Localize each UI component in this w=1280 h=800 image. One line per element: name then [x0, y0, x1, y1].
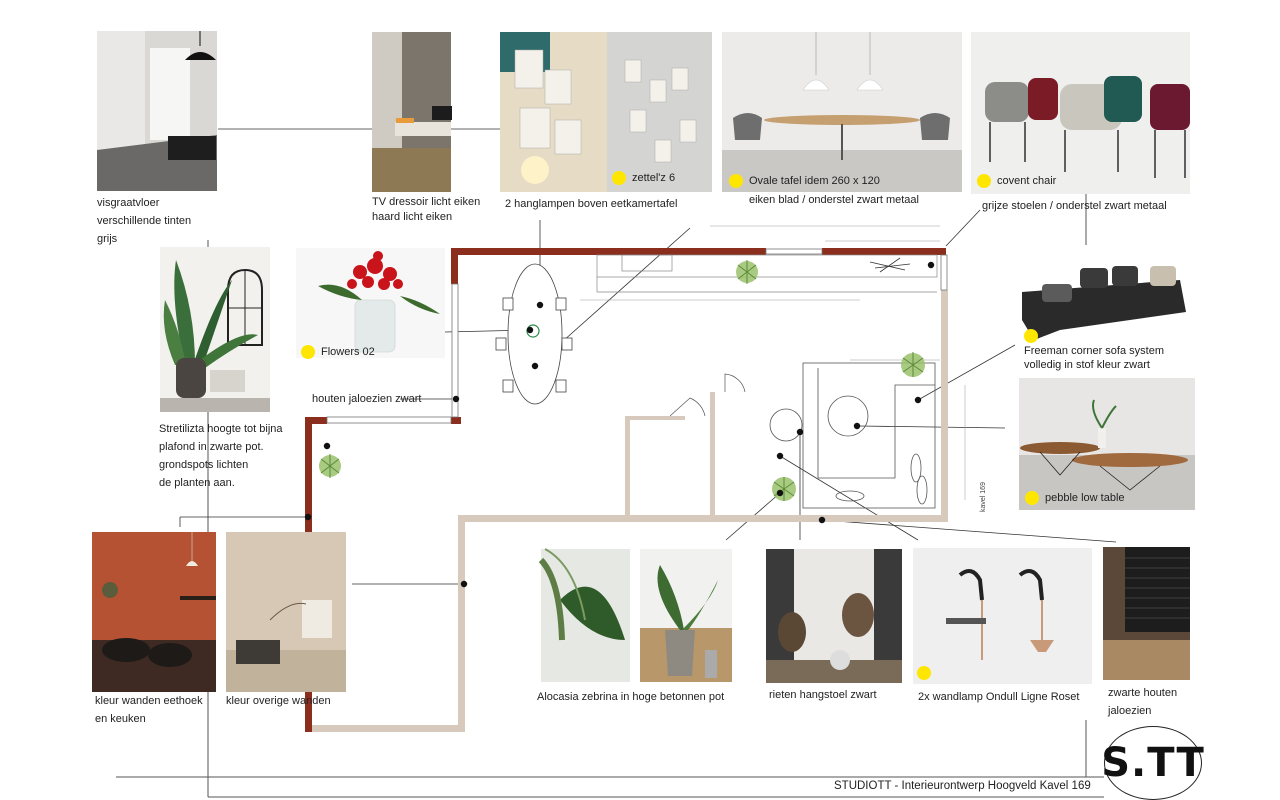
photo-beige-wall [226, 532, 346, 692]
photo-oval-table [722, 32, 962, 192]
yellow-dot-icon [729, 174, 743, 188]
floor-label-line-2: verschillende tinten [97, 215, 192, 227]
wall-light [312, 290, 948, 732]
living-area [769, 362, 936, 509]
swatch-wall-lamp [917, 666, 937, 680]
plant-label: Stretilizta hoogte tot bijna plafond in … [159, 420, 283, 492]
photo-wall-lamp [913, 548, 1092, 684]
hanging-chair-label: rieten hangstoel zwart [769, 689, 877, 701]
floor-label-line-1: visgraatvloer [97, 197, 160, 209]
swatch-pebble: pebble low table [1025, 491, 1125, 505]
black-blinds-label: zwarte houten jaloezien [1108, 684, 1177, 720]
photo-flowers [296, 248, 445, 358]
swatch-flowers: Flowers 02 [301, 345, 375, 359]
yellow-dot-icon [917, 666, 931, 680]
yellow-dot-icon [1025, 491, 1039, 505]
plant-label-line-1: Stretilizta hoogte tot bijna [159, 423, 283, 435]
floor-label: visgraatvloer verschillende tinten grijs [97, 194, 191, 248]
photo-alocasia-pot [640, 549, 732, 682]
photo-terracotta-wall [92, 532, 216, 692]
yellow-dot-icon [301, 345, 315, 359]
blinds-label: houten jaloezien zwart [312, 393, 422, 405]
floor-label-line-3: grijs [97, 233, 118, 245]
sofa-label: Freeman corner sofa system volledig in s… [1024, 344, 1164, 372]
swatch-sofa [1024, 329, 1044, 343]
wall-lamp-label: 2x wandlamp Ondull Ligne Roset [918, 691, 1080, 703]
swatch-covent: covent chair [977, 174, 1056, 188]
wall-other-label: kleur overige wanden [226, 695, 331, 707]
lot-label: kavel 169 [980, 482, 987, 512]
black-blinds-label-line-2: jaloezien [1108, 705, 1152, 717]
chairs-label: grijze stoelen / onderstel zwart metaal [982, 200, 1167, 212]
windows [326, 248, 948, 424]
photo-zettelz-lamp [500, 32, 712, 192]
swatch-oval-table: Ovale tafel idem 260 x 120 [729, 174, 880, 188]
doors [669, 373, 746, 417]
yellow-dot-icon [977, 174, 991, 188]
counters [596, 254, 938, 293]
photo-herringbone-floor [97, 31, 217, 191]
tv-label-line-2: haard licht eiken [372, 211, 453, 223]
alocasia-label: Alocasia zebrina in hoge betonnen pot [537, 691, 725, 703]
studiott-logo: S.TT [1101, 726, 1204, 800]
wall-dining-label-line-1: kleur wanden eethoek [95, 695, 203, 707]
floorplan [305, 225, 966, 732]
swatch-covent-label: covent chair [997, 175, 1057, 187]
photo-alocasia-leaf [538, 548, 630, 682]
wall-dining-label-line-2: en keuken [95, 713, 146, 725]
black-blinds-label-line-1: zwarte houten [1108, 687, 1178, 699]
photo-strelitzia-plant [160, 247, 270, 412]
yellow-dot-icon [612, 171, 626, 185]
photo-tv-dressoir [372, 32, 452, 192]
photo-rattan-hanging-chair [766, 549, 902, 683]
counter-branches [869, 257, 911, 273]
dimension-lines [580, 225, 966, 500]
plan-plant-leaves [320, 260, 924, 501]
swatch-zettelz: zettel'z 6 [612, 171, 675, 185]
plant-label-line-2: plafond in zwarte pot. [159, 441, 264, 453]
yellow-dot-icon [1024, 329, 1038, 343]
wall-dining-label: kleur wanden eethoek en keuken [95, 692, 203, 728]
swatch-zettelz-label: zettel'z 6 [632, 172, 676, 184]
table-label: eiken blad / onderstel zwart metaal [749, 194, 919, 206]
sofa-label-line-1: Freeman corner sofa system [1024, 345, 1164, 357]
photo-covent-chair [971, 32, 1190, 194]
plant-label-line-4: de planten aan. [159, 477, 235, 489]
tv-label-line-1: TV dressoir licht eiken [372, 196, 481, 208]
swatch-oval-table-label: Ovale tafel idem 260 x 120 [749, 175, 880, 187]
plant-label-line-3: grondspots lichten [159, 459, 249, 471]
sofa-label-line-2: volledig in stof kleur zwart [1024, 359, 1150, 371]
pendants-label: 2 hanglampen boven eetkamertafel [505, 198, 678, 210]
photo-pebble-table [1019, 378, 1195, 510]
connector-dots [304, 261, 935, 588]
dining-table [495, 263, 573, 405]
photo-freeman-sofa [1019, 262, 1190, 348]
tv-label: TV dressoir licht eiken haard licht eike… [372, 195, 480, 225]
swatch-flowers-label: Flowers 02 [321, 346, 375, 358]
swatch-pebble-label: pebble low table [1045, 492, 1125, 504]
photo-black-blinds [1103, 547, 1190, 680]
footer-title: STUDIOTT - Interieurontwerp Hoogveld Kav… [834, 780, 1091, 792]
